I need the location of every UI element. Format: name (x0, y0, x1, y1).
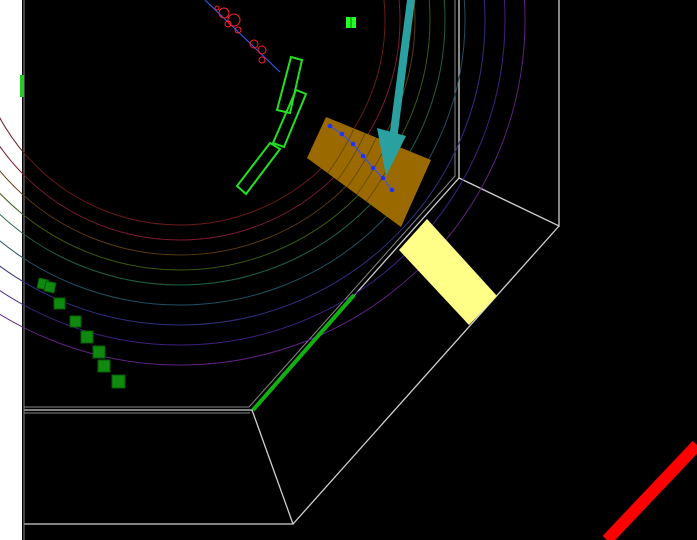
jet-arrow (377, 0, 415, 176)
hit-circle (257, 45, 267, 55)
track-hits (214, 5, 267, 64)
block-dot (327, 123, 333, 129)
track-line (204, 0, 281, 73)
tracker-ring (0, 0, 446, 286)
hit-circle (224, 20, 232, 28)
tracker-ring (0, 0, 486, 326)
block-dots (327, 123, 395, 193)
calo-cell (69, 315, 82, 328)
calo-cell (111, 374, 126, 389)
tracker-ring (0, 0, 526, 366)
window-left-border (0, 0, 22, 540)
red-bar (602, 440, 697, 540)
block-dot (360, 153, 366, 159)
calo-cell (43, 280, 57, 294)
tracker-ring (0, 0, 431, 271)
endcap-outline-lower (24, 409, 294, 525)
jet-arrow-shaft (389, 0, 415, 140)
jet-arrow-head (377, 128, 406, 176)
tracker-ring (0, 0, 386, 226)
endcap-outline-upper (458, 0, 560, 228)
charged-track (204, 0, 281, 73)
block-dot (380, 175, 386, 181)
hit-circle (218, 7, 230, 19)
tracker-ring (0, 0, 416, 256)
tracker-ring (0, 0, 401, 241)
calo-cell (92, 345, 106, 359)
inner-barrel-outline-2 (24, 0, 456, 408)
green-barrel-segment (251, 293, 356, 412)
block-dot (350, 141, 356, 147)
hit-circle (227, 13, 241, 27)
hit-circle (214, 5, 220, 11)
energy-deposit-block (307, 117, 431, 227)
block-dot (339, 131, 345, 137)
block-dot (389, 187, 395, 193)
calorimeter-cells (36, 277, 126, 389)
muon-chambers (235, 55, 308, 196)
muon-chamber (275, 55, 304, 115)
muon-chamber (235, 141, 282, 196)
tracker-ring (0, 0, 506, 346)
left-edge-chamber (20, 75, 24, 97)
tracker-rings (0, 0, 526, 366)
outer-barrel-edge (292, 225, 560, 525)
calo-cell (53, 297, 66, 310)
calo-cell (80, 330, 94, 344)
muon-chamber (271, 88, 308, 149)
brown-block (307, 117, 431, 227)
calo-cell (97, 359, 111, 373)
block-dot (370, 165, 376, 171)
hit-circle (234, 26, 242, 34)
hit-circle (249, 39, 259, 49)
yellow-energy-block (399, 219, 497, 325)
hit-circle (258, 56, 266, 64)
tracker-ring (0, 0, 466, 306)
